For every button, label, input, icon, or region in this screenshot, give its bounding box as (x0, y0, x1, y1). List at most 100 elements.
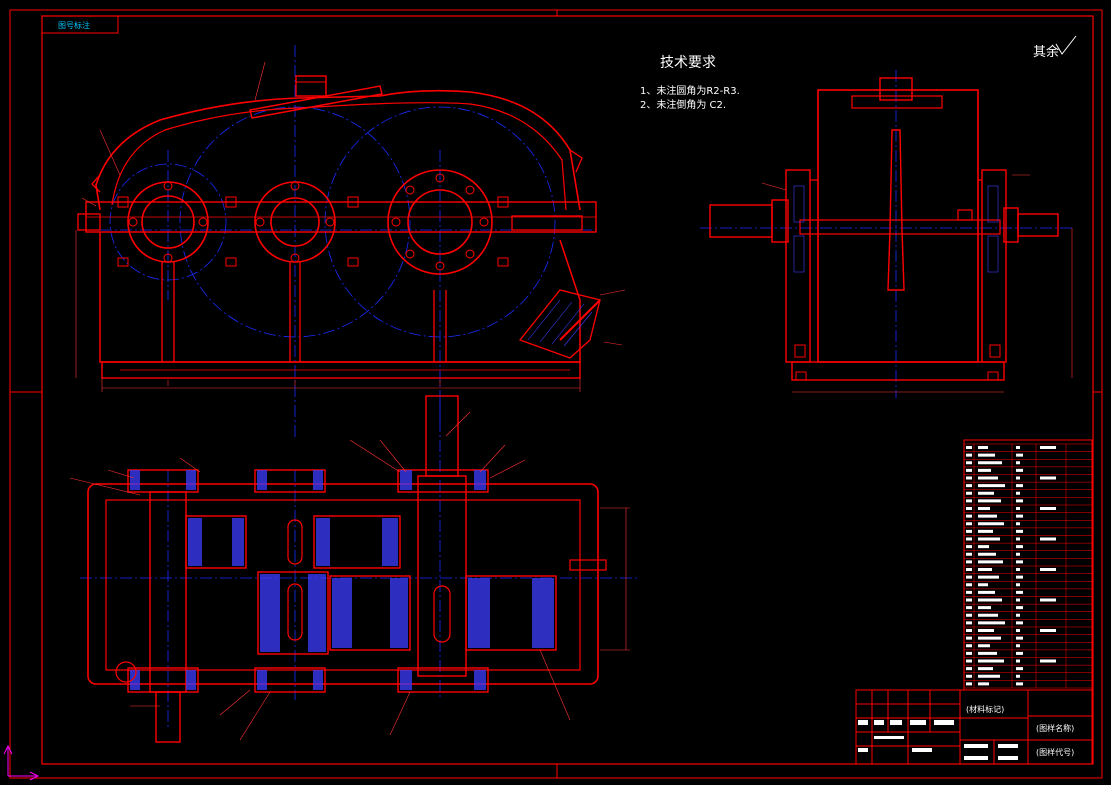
parts-list-cell-mark (978, 545, 989, 549)
parts-list-cell-mark (966, 636, 972, 640)
inner-border (41, 15, 1094, 765)
parts-list-cell-mark (1016, 682, 1023, 686)
parts-list-cell-mark (1016, 613, 1020, 617)
parts-list-cell-mark (978, 583, 988, 587)
parts-list-cell-mark (966, 621, 972, 625)
parts-list-cell-mark (978, 537, 1000, 541)
parts-list-cell-mark (966, 491, 972, 495)
parts-list-cell-mark (966, 461, 972, 465)
parts-list-cell-mark (966, 659, 972, 663)
parts-list-cell-mark (978, 514, 997, 518)
parts-list-cell-mark (966, 568, 972, 571)
parts-list-cell-mark (978, 529, 993, 533)
parts-list-cell-mark (1016, 514, 1023, 518)
parts-list-cell-mark (978, 476, 998, 480)
parts-list-cell-mark (1016, 545, 1023, 549)
parts-list-cell-mark (1016, 507, 1020, 510)
parts-list-cell-mark (1040, 507, 1056, 510)
front-view (75, 45, 626, 440)
parts-list-cell-mark (978, 499, 1001, 503)
parts-list-cell-mark (1040, 476, 1056, 480)
parts-list-cell-mark (978, 453, 995, 457)
parts-list-cell-mark (1016, 499, 1023, 503)
parts-list-cell-mark (978, 636, 1001, 640)
parts-list-cell-mark (978, 659, 1004, 663)
corner-tag-label: 图号标注 (58, 21, 90, 30)
parts-list-cell-mark (978, 522, 1004, 526)
parts-list-cell-mark (978, 484, 1005, 488)
parts-list-cell-mark (966, 537, 972, 541)
parts-list-cell-mark (1016, 636, 1023, 640)
parts-list-cell-mark (966, 674, 972, 678)
parts-list-cell-mark (978, 568, 992, 571)
parts-list-cell-mark (1016, 446, 1020, 449)
side-view (700, 70, 1073, 398)
parts-list-cell-mark (966, 644, 972, 648)
parts-list-cell-mark (1016, 537, 1020, 541)
roughness-symbol-icon (1055, 35, 1077, 55)
parts-list-cell-mark (1040, 659, 1056, 663)
title-block (855, 689, 1093, 765)
parts-list-cell-mark (966, 667, 972, 671)
parts-list-cell-mark (1016, 651, 1023, 655)
parts-list-cell-mark (966, 499, 972, 503)
parts-list-cell-mark (1016, 667, 1023, 671)
parts-list-cell-mark (978, 461, 1002, 465)
parts-list-cell-mark (966, 514, 972, 518)
parts-list-cell-mark (966, 613, 972, 617)
roughness-note: 其余 (1033, 45, 1060, 60)
parts-list-cell-mark (1016, 461, 1020, 465)
parts-list-cell-mark (1040, 537, 1056, 541)
tech-requirement-2: 2、未注倒角为 C2. (640, 100, 727, 111)
parts-list-cell-mark (966, 629, 972, 632)
outer-border (9, 9, 1103, 779)
parts-list-cell-mark (1016, 606, 1023, 610)
parts-list-cell-mark (1016, 529, 1023, 533)
parts-list-cell-mark (966, 560, 972, 564)
parts-list-cell-mark (1016, 575, 1023, 579)
parts-list-cell-mark (966, 453, 972, 457)
parts-list-cell-mark (1040, 629, 1056, 632)
parts-list-cell-mark (1016, 552, 1020, 556)
parts-list-cell-mark (966, 606, 972, 610)
parts-list-cell-mark (966, 545, 972, 549)
parts-list-cell-mark (1016, 621, 1023, 625)
parts-list-cell-mark (978, 507, 990, 510)
title-drawing-code: (图样代号) (1036, 748, 1075, 757)
parts-list-cell-mark (966, 529, 972, 533)
parts-list-cell-mark (966, 590, 972, 594)
parts-list-cell-mark (1016, 453, 1023, 457)
parts-list-cell-mark (1016, 468, 1023, 472)
parts-list-cell-mark (1040, 598, 1056, 602)
parts-list-cell-mark (978, 674, 1000, 678)
parts-list-cell-mark (1016, 583, 1020, 587)
parts-list-cell-mark (1016, 491, 1020, 495)
parts-list-cell-mark (966, 468, 972, 472)
parts-list-cell-mark (978, 468, 991, 472)
parts-list-cell-mark (978, 590, 995, 594)
parts-list-cell-mark (978, 575, 999, 579)
parts-list-cell-mark (978, 621, 1005, 625)
corner-tag-box (41, 15, 119, 34)
tech-requirements-title: 技术要求 (660, 55, 716, 71)
parts-list-cell-mark (966, 507, 972, 510)
parts-list-cell-mark (978, 606, 991, 610)
parts-list-cell-mark (978, 560, 1003, 564)
title-material-mark: (材料标记) (966, 705, 1005, 714)
parts-list-cell-mark (966, 651, 972, 655)
parts-list-cell-mark (978, 446, 988, 449)
tech-requirement-1: 1、未注圆角为R2-R3. (640, 86, 740, 97)
parts-list-cell-mark (966, 484, 972, 488)
parts-list-cell-mark (1016, 644, 1020, 648)
ucs-icon (3, 744, 40, 781)
parts-list-cell-mark (978, 629, 994, 632)
parts-list-cell-mark (966, 575, 972, 579)
parts-list-cell-mark (978, 682, 989, 686)
parts-list-cell-mark (966, 682, 972, 686)
parts-list-cell-mark (1016, 590, 1023, 594)
parts-list-cell-mark (966, 446, 972, 449)
parts-list-cell-mark (1016, 674, 1020, 678)
parts-list-cell-mark (1016, 484, 1023, 488)
parts-list-cell-mark (1016, 629, 1020, 632)
